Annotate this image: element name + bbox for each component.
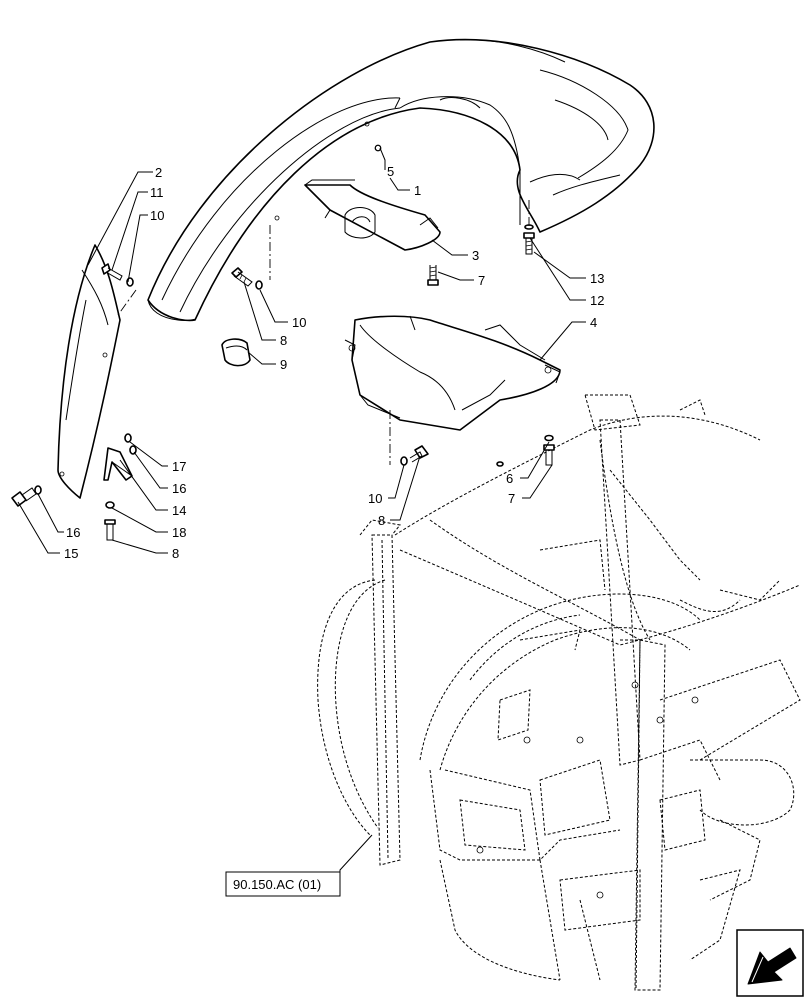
callout-3: 3 (472, 248, 479, 263)
callout-14: 14 (172, 503, 186, 518)
reference-label-text: 90.150.AC (01) (233, 877, 321, 892)
callout-16-left: 16 (66, 525, 80, 540)
callout-12: 12 (590, 293, 604, 308)
callout-8-middle: 8 (280, 333, 287, 348)
callout-8-bottom-left: 8 (172, 546, 179, 561)
callout-18: 18 (172, 525, 186, 540)
callout-17: 17 (172, 459, 186, 474)
direction-arrow-icon[interactable] (736, 929, 804, 997)
callout-16-right: 16 (172, 481, 186, 496)
callout-7-lower: 7 (508, 491, 515, 506)
leader-lines (17, 147, 586, 884)
callout-2: 2 (155, 165, 162, 180)
cab-frame (317, 394, 801, 991)
callout-13: 13 (590, 271, 604, 286)
support-bracket (304, 179, 441, 251)
callout-10-lower: 10 (368, 491, 382, 506)
callout-1: 1 (414, 183, 421, 198)
fender-extension (57, 244, 121, 499)
callout-10-top: 10 (150, 208, 164, 223)
callout-10-middle: 10 (292, 315, 306, 330)
callout-7-top: 7 (478, 273, 485, 288)
callout-5: 5 (387, 164, 394, 179)
lower-support (344, 315, 561, 431)
callout-15: 15 (64, 546, 78, 561)
reference-label[interactable]: 90.150.AC (01) (225, 871, 341, 897)
fender-main (147, 38, 655, 322)
callout-8-lower: 8 (378, 513, 385, 528)
callout-11: 11 (150, 185, 164, 200)
hardware (11, 144, 555, 541)
callouts: 1 2 11 10 5 3 7 13 12 10 4 8 9 17 16 14 … (64, 164, 604, 561)
assembly-centerlines (117, 200, 530, 465)
callout-4: 4 (590, 315, 597, 330)
callout-6: 6 (506, 471, 513, 486)
callout-9: 9 (280, 357, 287, 372)
